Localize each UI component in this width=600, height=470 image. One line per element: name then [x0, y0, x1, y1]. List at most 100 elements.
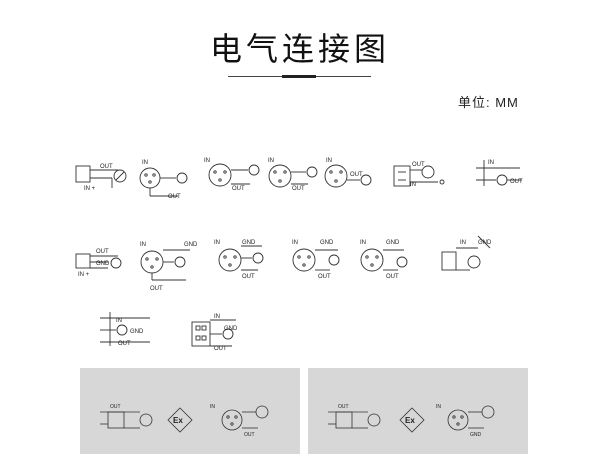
sensor-symbol	[252, 252, 264, 264]
row3-connector-diagram	[191, 319, 236, 347]
signal-label: IN	[142, 160, 148, 166]
atex-panel-voltage: Ex OUT IN GND	[308, 368, 528, 454]
signal-label: OUT	[242, 274, 255, 280]
title-divider-accent	[282, 75, 316, 78]
connector-face	[140, 250, 164, 274]
signal-label: IN +	[84, 186, 96, 192]
sensor-symbol	[328, 254, 340, 266]
row1-connector-d	[268, 164, 318, 188]
connector-face	[208, 163, 232, 187]
signal-label: GND	[184, 242, 198, 248]
connector-face	[447, 409, 469, 431]
row2-connector-f	[441, 235, 491, 271]
signal-label: OUT	[150, 286, 163, 292]
sensor-symbol	[110, 257, 122, 269]
terminal-block	[335, 411, 353, 429]
ex-label: Ex	[405, 416, 415, 425]
signal-label: OUT	[350, 172, 363, 178]
signal-label: OUT	[110, 404, 121, 410]
row1-connector-c	[208, 163, 260, 187]
ex-symbol	[399, 407, 425, 433]
signal-label: GND	[320, 240, 334, 246]
signal-label: OUT	[510, 179, 523, 185]
signal-label: OUT	[96, 249, 109, 255]
connector-face	[221, 409, 243, 431]
signal-label: IN	[488, 160, 494, 166]
signal-label: OUT	[168, 194, 181, 200]
row1-connector-e	[324, 164, 372, 188]
sensor-symbol	[306, 166, 318, 178]
sensor-symbol	[176, 172, 188, 184]
terminal-block	[75, 165, 91, 183]
signal-label: GND	[478, 240, 492, 246]
sensor-symbol	[421, 165, 435, 179]
terminal-block	[75, 253, 91, 269]
signal-label: IN	[210, 404, 215, 410]
connector-face	[324, 164, 348, 188]
signal-label: OUT	[292, 186, 305, 192]
connector-face	[441, 251, 457, 271]
sensor-symbol	[248, 164, 260, 176]
signal-label: IN	[326, 158, 332, 164]
sensor-symbol	[116, 324, 128, 336]
signal-label: IN	[214, 240, 220, 246]
page-title: 电气连接图	[209, 30, 390, 68]
connector-face	[360, 248, 384, 272]
sensor-symbol	[367, 413, 381, 427]
signal-label: IN	[410, 182, 416, 188]
ex-label: Ex	[173, 416, 183, 425]
row2-connector-e	[360, 248, 408, 272]
signal-label: IN	[292, 240, 298, 246]
sensor-symbol	[222, 328, 234, 340]
signal-label: IN	[460, 240, 466, 246]
row1-cable-diagram	[476, 160, 522, 186]
signal-label: OUT	[412, 162, 425, 168]
unit-label: 单位: MM	[458, 95, 519, 110]
row3-cable-diagram	[100, 312, 150, 346]
sensor-symbol	[255, 405, 269, 419]
atex-panel-diagram: Ex OUT IN GND	[328, 404, 495, 438]
sensor-symbol	[467, 255, 481, 269]
signal-label: IN	[214, 314, 220, 320]
sensor-symbol	[360, 174, 372, 186]
signal-label: IN	[204, 158, 210, 164]
signal-label: IN	[116, 318, 122, 324]
signal-label: GND	[470, 432, 482, 438]
connector-face	[292, 248, 316, 272]
signal-label: OUT	[338, 404, 349, 410]
ex-symbol	[167, 407, 193, 433]
row2-terminal-diagram	[75, 253, 122, 269]
sensor-symbol	[496, 174, 508, 186]
atex-panel-current: Ex OUT IN OUT	[80, 368, 300, 454]
signal-label: IN	[360, 240, 366, 246]
signal-label: OUT	[214, 346, 227, 352]
signal-label: OUT	[244, 432, 255, 438]
connector-face	[393, 165, 411, 187]
signal-label: IN +	[78, 272, 90, 278]
sensor-symbol	[139, 413, 153, 427]
signal-label: IN	[268, 158, 274, 164]
signal-label: GND	[130, 329, 144, 335]
sensor-symbol	[174, 256, 186, 268]
row1-connector-b	[139, 167, 188, 197]
sensor-symbol	[113, 169, 127, 183]
signal-label: GND	[242, 240, 256, 246]
terminal-block	[107, 411, 125, 429]
signal-label: IN	[436, 404, 441, 410]
row1-terminal-diagram	[75, 165, 127, 188]
connector-face	[191, 321, 211, 347]
signal-label: OUT	[118, 341, 131, 347]
signal-label: IN	[140, 242, 146, 248]
signal-label: GND	[386, 240, 400, 246]
connector-face	[139, 167, 161, 189]
signal-label: OUT	[386, 274, 399, 280]
signal-label: GND	[96, 261, 110, 267]
row2-connector-d	[292, 248, 340, 272]
sensor-symbol	[481, 405, 495, 419]
signal-label: OUT	[100, 164, 113, 170]
row2-connector-b	[140, 249, 190, 281]
signal-label: OUT	[318, 274, 331, 280]
signal-label: OUT	[232, 186, 245, 192]
connector-face	[218, 248, 242, 272]
